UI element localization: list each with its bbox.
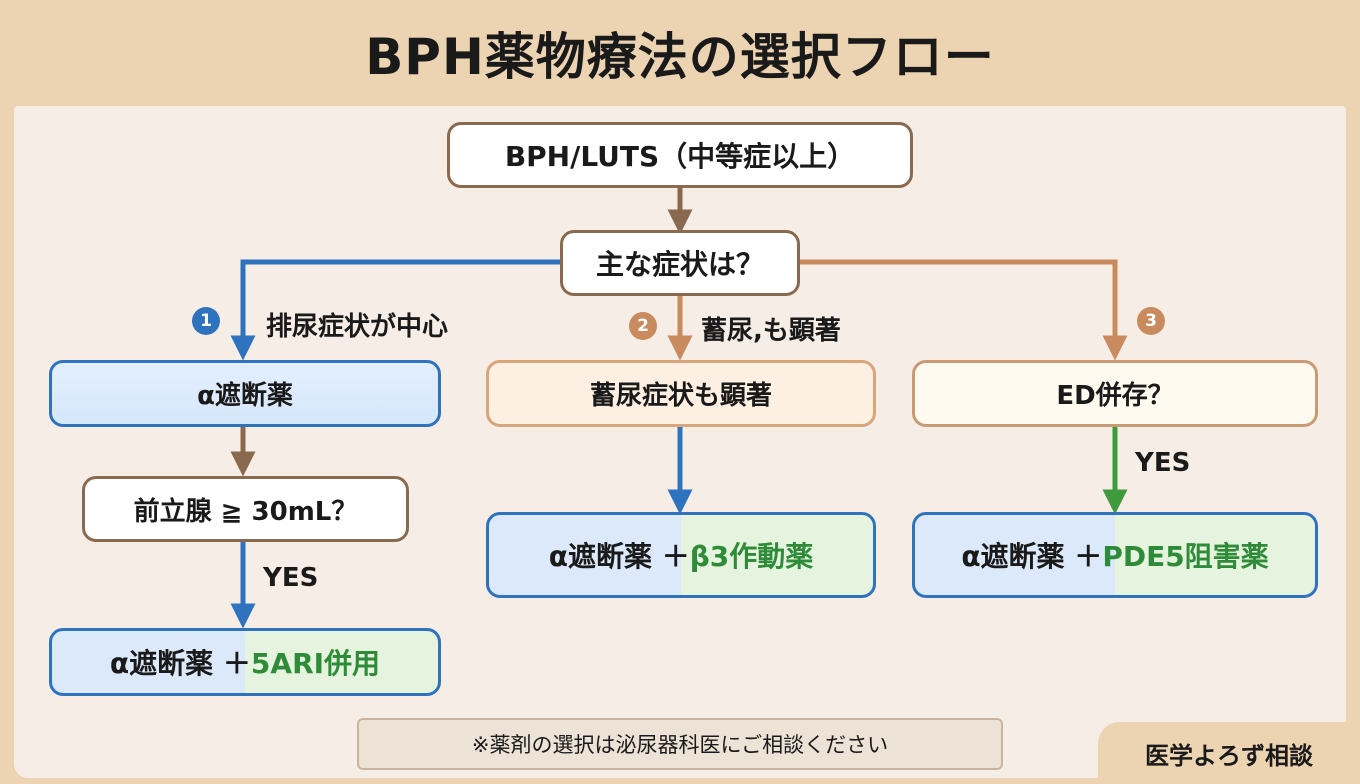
start-node: BPH/LUTS（中等症以上） <box>447 122 913 188</box>
alpha-beta3-drug-text: β3作動薬 <box>689 540 814 573</box>
alpha-pde5-node: α遮断薬 ＋ PDE5阻害薬 <box>912 512 1318 598</box>
ed-comorbid-node: ED併存？ <box>912 360 1318 427</box>
yes-label-right: YES <box>1135 448 1191 478</box>
branch-2-badge: 2 <box>629 312 657 340</box>
brand-label: 医学よろず相談 <box>1098 722 1360 784</box>
branch-1-badge: 1 <box>192 307 220 335</box>
question-node: 主な症状は？ <box>560 230 800 296</box>
alpha-pde5-drug-text: PDE5阻害薬 <box>1102 540 1269 573</box>
branch-3-badge: 3 <box>1137 307 1165 335</box>
branch-1-label: 排尿症状が中心 <box>266 312 449 342</box>
arrow-question-to-ed <box>800 259 1128 361</box>
storage-symptom-node: 蓄尿症状も顕著 <box>486 360 876 427</box>
branch-2-label: 蓄尿,も顕著 <box>701 316 841 346</box>
alpha-beta3-alpha-text: α遮断薬 ＋ <box>548 540 690 573</box>
alpha-5ari-alpha-text: α遮断薬 ＋ <box>109 647 251 680</box>
yes-label-left: YES <box>263 563 319 593</box>
arrow-question-to-alpha <box>230 259 560 361</box>
alpha-5ari-node: α遮断薬 ＋ 5ARI併用 <box>49 628 441 696</box>
alpha-pde5-alpha-text: α遮断薬 ＋ <box>961 540 1103 573</box>
disclaimer-note: ※薬剤の選択は泌尿器科医にご相談ください <box>357 718 1003 770</box>
prostate-volume-node: 前立腺 ≧ 30mL？ <box>82 476 409 542</box>
page-title: BPH薬物療法の選択フロー <box>365 28 995 86</box>
alpha-5ari-drug-text: 5ARI併用 <box>250 647 381 680</box>
alpha-blocker-node: α遮断薬 <box>49 360 441 427</box>
alpha-beta3-node: α遮断薬 ＋ β3作動薬 <box>486 512 876 598</box>
